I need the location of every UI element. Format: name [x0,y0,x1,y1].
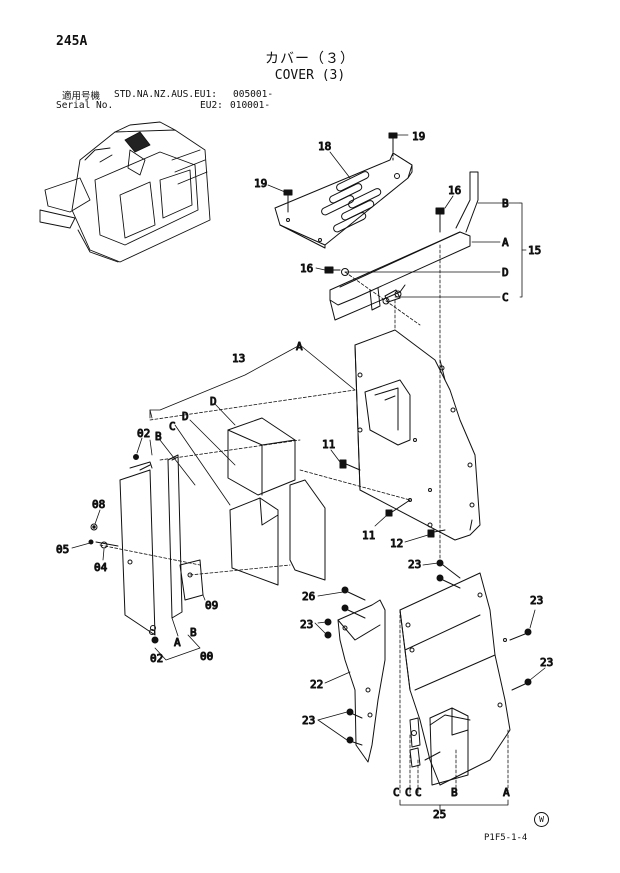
bolt-11-upper [339,459,361,471]
bolt-19-top [388,132,398,163]
drawing-code: P1F5-1-4 [484,833,528,843]
callout-04: 04 [94,561,108,574]
callout-02-top: 02 [137,427,150,440]
pad-d-upper [227,417,296,496]
ref-letter-d-left: D [182,410,189,423]
callout-23-d: 23 [530,594,543,607]
callout-16-left: 16 [300,262,313,275]
callout-19-left: 19 [254,177,267,190]
ref-letter-a-mid: A [296,340,303,353]
pad-d-lower [289,479,326,581]
ref-letter-b-bottom: B [451,786,458,799]
leader-lines [71,134,546,811]
serial-eu2-label: EU2: [200,100,223,111]
pad-c [229,497,279,586]
ref-letter-d-top: D [502,266,509,279]
ref-letter-b-mid: B [155,430,162,443]
left-vertical-panel [119,454,204,636]
lower-panel-right [399,572,511,786]
callout-25: 25 [433,808,446,821]
callout-08: 08 [92,498,105,511]
callout-09: 09 [205,599,218,612]
serial-range-2: 010001- [230,100,271,111]
callout-18: 18 [318,140,331,153]
callout-05: 05 [56,543,69,556]
page-title-jp: カバー（３） [265,51,355,67]
ref-letter-a-top: A [502,236,509,249]
callout-11-lower: 11 [362,529,375,542]
part-22-bracket [337,599,386,763]
w-mark-icon: W [534,812,549,827]
callout-23-c: 23 [302,714,315,727]
page-number: 245A [56,34,88,49]
serial-range-1: 005001- [233,89,274,100]
callout-26: 26 [302,590,315,603]
ref-letter-c-mid: C [169,420,176,433]
bolt-16-right [435,207,445,233]
pad-c-lower [409,707,469,786]
serial-models: STD.NA.NZ.AUS.EU1: [114,89,217,100]
callout-16-right: 16 [448,184,461,197]
ref-letter-c-bottom-1: C [393,786,400,799]
serial-label-jp: 適用号機 [62,91,101,102]
ref-letter-c-bottom-3: C [415,786,422,799]
ref-letter-b-top: B [502,197,509,210]
bolts-23-26 [324,559,532,746]
ref-letter-d-mid: D [210,395,217,408]
alignment-lines [99,244,509,796]
ref-letter-b-bottom-left: B [190,626,197,639]
ref-letter-c-bottom-2: C [405,786,412,799]
callout-23-e: 23 [540,656,553,669]
callout-15: 15 [528,244,541,257]
page-title-en: COVER (3) [274,68,346,83]
callout-00: 00 [200,650,213,663]
excavator-thumbnail [39,121,211,263]
small-fasteners-left [88,454,159,644]
callout-13: 13 [232,352,245,365]
callout-23-b: 23 [300,618,313,631]
callout-02-bottom: 02 [150,652,163,665]
part-13-side-panel [354,329,481,541]
part-18-perforated-cover [274,152,413,249]
ref-letter-a-bottom-left: A [174,636,181,649]
ref-letter-a-bottom: A [503,786,510,799]
callout-23-a: 23 [408,558,421,571]
callout-19-top: 19 [412,130,425,143]
callout-12: 12 [390,537,403,550]
serial-label-en: Serial No. [56,100,114,111]
bolt-11-lower [385,499,411,517]
bolt-16-left [324,266,349,276]
ref-letter-c-top: C [502,291,509,304]
callout-22: 22 [310,678,323,691]
callout-11-upper: 11 [322,438,335,451]
bolt-19-left [283,189,293,213]
